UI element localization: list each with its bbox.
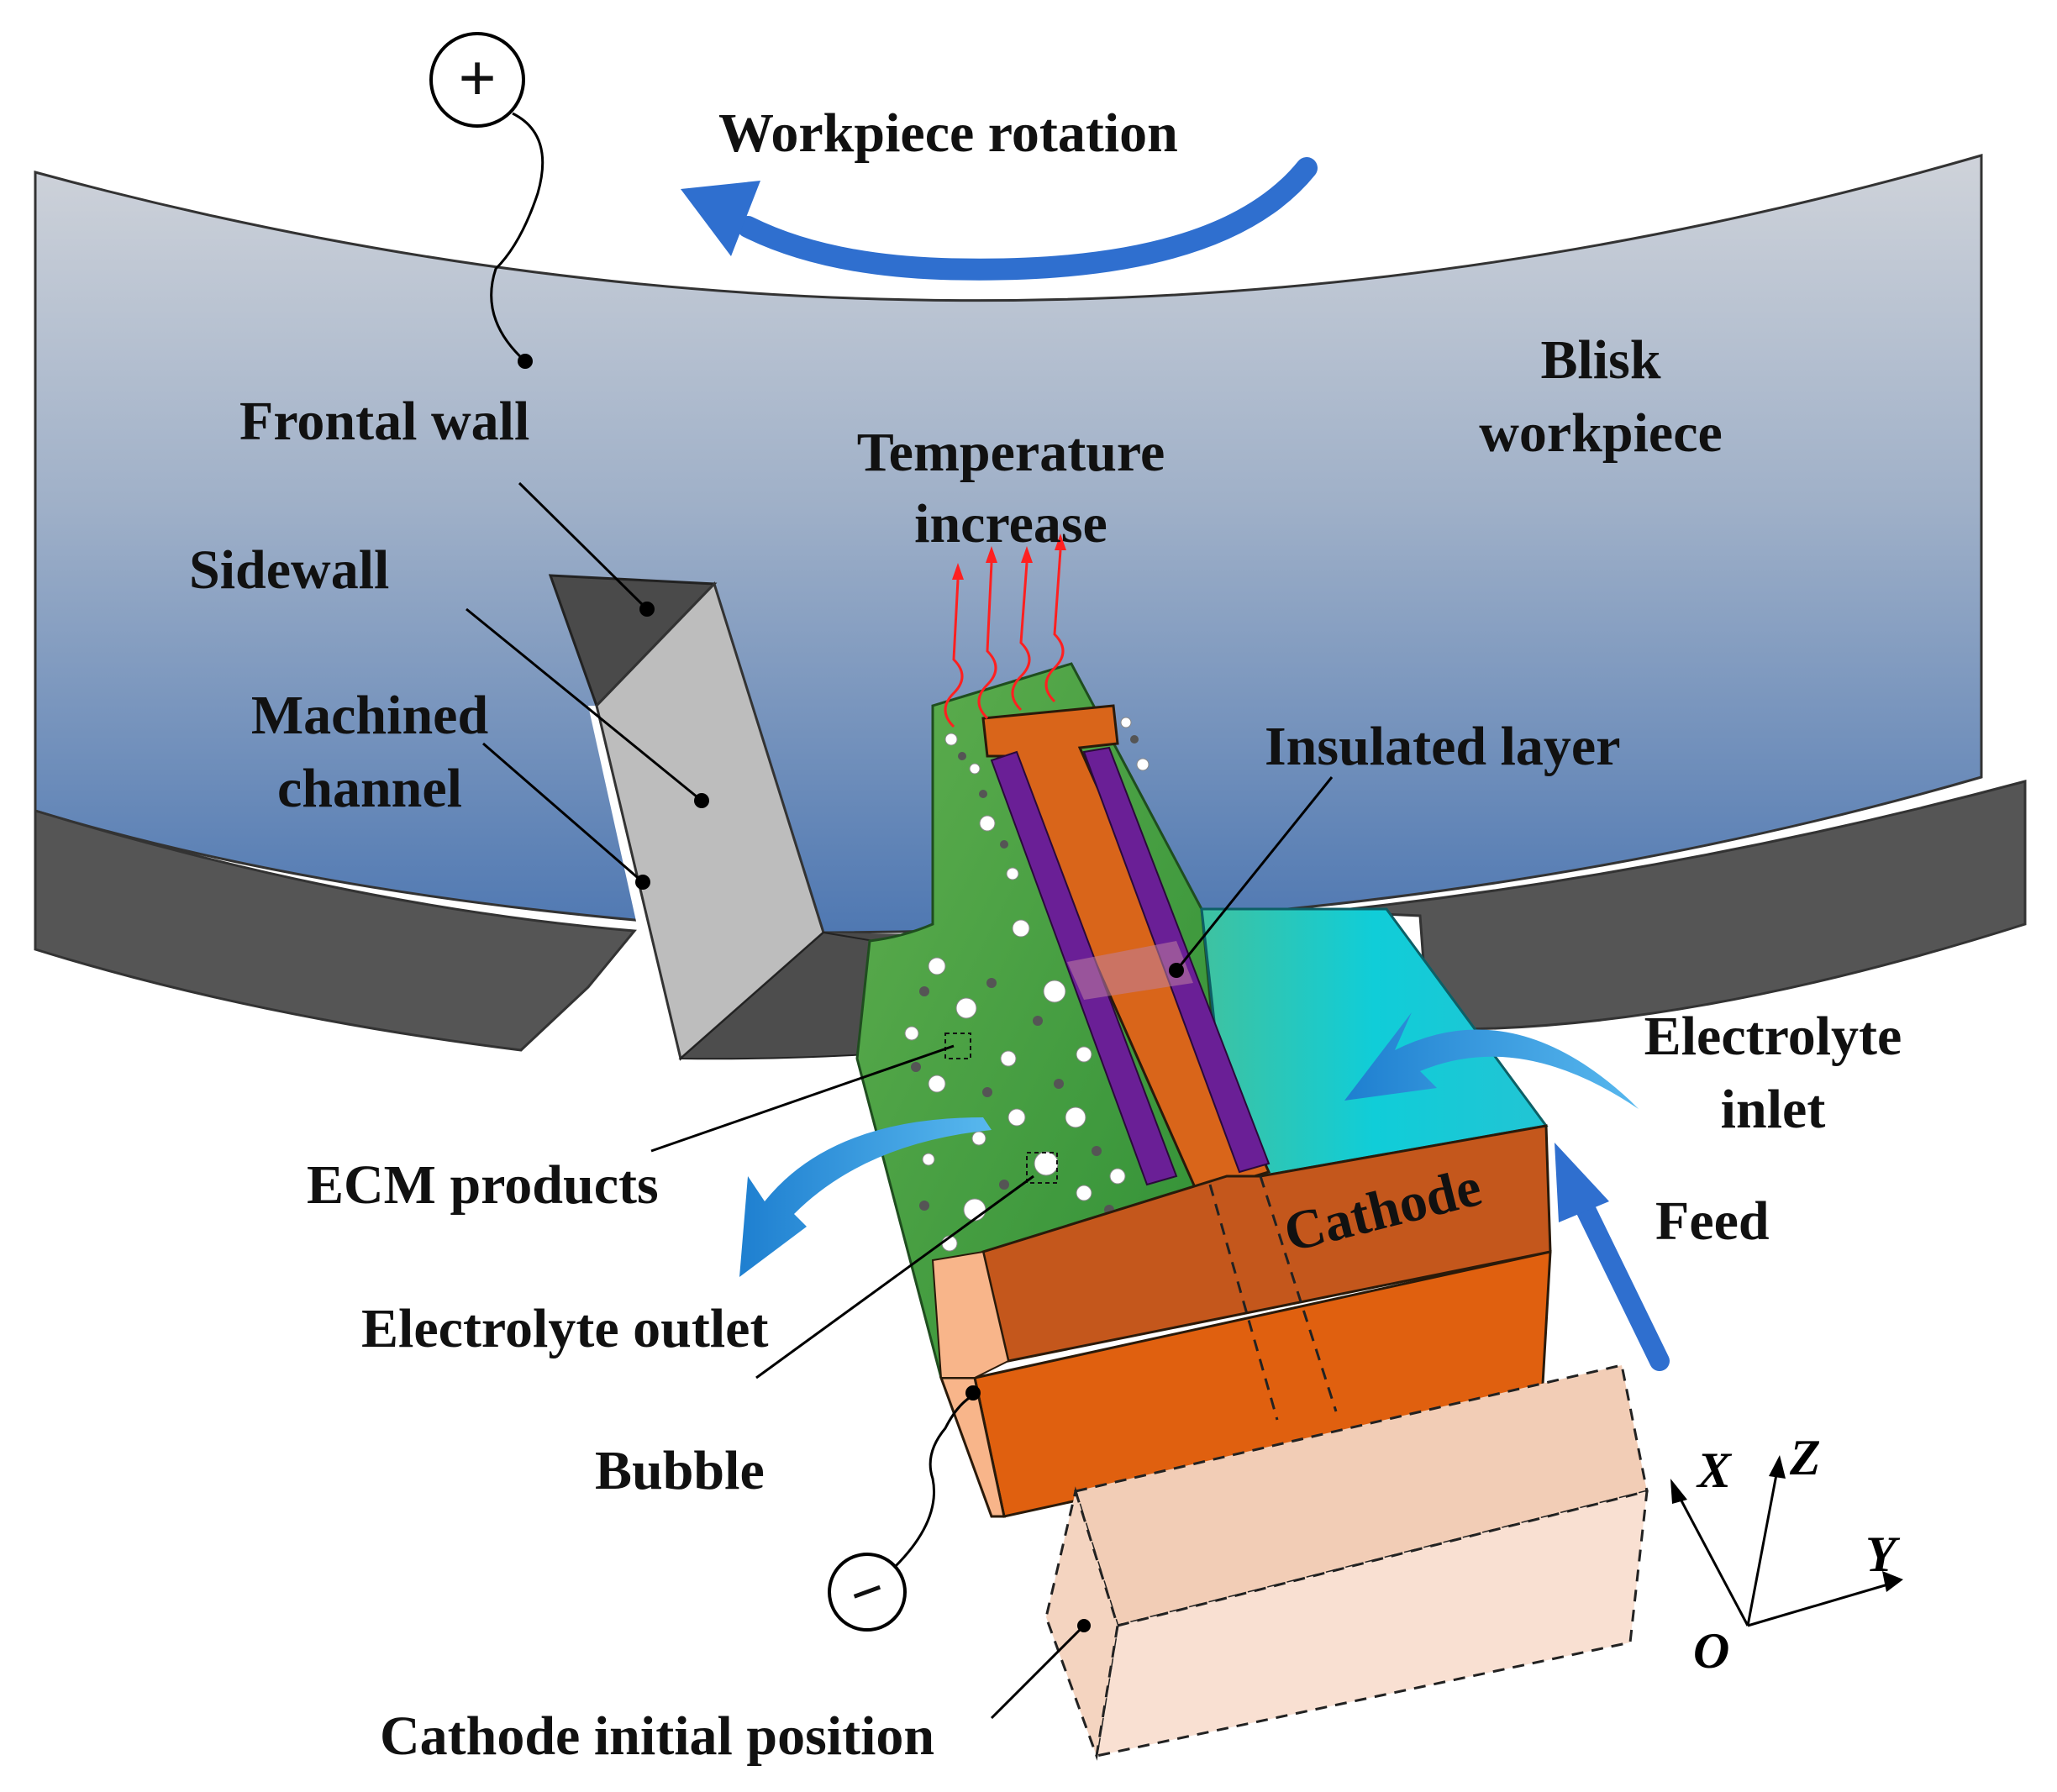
coordinate-axes: X Z Y O: [1670, 1430, 1903, 1679]
temperature-increase-arrows: [944, 533, 1066, 728]
debris-particle: [1092, 1146, 1102, 1156]
label-temperature: Temperature: [857, 422, 1165, 483]
label-workpiece: workpiece: [1479, 402, 1723, 464]
bubble-particle: [1043, 980, 1066, 1003]
axis-x-label: X: [1696, 1443, 1733, 1498]
bubble-marker: [1026, 1152, 1058, 1184]
positive-terminal: +: [429, 32, 544, 369]
electrolyte-inlet-arrow: [1344, 1012, 1639, 1109]
negative-terminal: −: [828, 1385, 981, 1632]
debris-particle: [1130, 735, 1139, 744]
bubble-particle: [928, 1075, 946, 1093]
insulated-layer-band: [1067, 941, 1193, 1000]
cathode-stem: [981, 704, 1271, 1195]
bubble-particle: [971, 1131, 986, 1146]
diagram-labels: Workpiece rotation Blisk workpiece Front…: [189, 102, 1902, 1767]
debris-particle: [911, 1062, 921, 1072]
label-insulated-layer: Insulated layer: [1265, 716, 1621, 777]
workpiece-side-face-left: [34, 808, 637, 1052]
debris-particle: [979, 790, 987, 798]
label-workpiece-rotation: Workpiece rotation: [718, 102, 1178, 164]
positive-wire: [490, 112, 544, 363]
debris-particle: [1033, 1016, 1043, 1026]
label-cathode-initial-position: Cathode initial position: [380, 1705, 934, 1767]
label-increase: increase: [914, 493, 1107, 554]
label-electrolyte-inlet-2: inlet: [1721, 1079, 1826, 1140]
workpiece-side-face-right: [1327, 780, 2027, 1031]
leader-lines: [466, 481, 1334, 1720]
bubble-particle: [1012, 919, 1030, 938]
feed-arrow: [1555, 1143, 1670, 1371]
negative-wire: [893, 1393, 976, 1569]
label-sidewall: Sidewall: [189, 539, 389, 601]
bubble-particle: [1006, 867, 1019, 880]
axis-y-label: Y: [1865, 1527, 1901, 1582]
bubble-particle: [1034, 1151, 1059, 1176]
axis-z-label: Z: [1789, 1430, 1821, 1485]
label-frontal-wall: Frontal wall: [239, 391, 529, 452]
workpiece-rotation-arrow: [681, 157, 1318, 281]
initial-box-front: [1095, 1490, 1649, 1758]
bubble-particle: [1076, 1185, 1092, 1201]
cathode-head-side-face: [931, 1250, 1010, 1379]
label-blisk: Blisk: [1540, 329, 1660, 391]
label-feed: Feed: [1655, 1190, 1770, 1252]
bubble-particle: [1076, 1046, 1092, 1063]
machined-channel: [548, 574, 934, 1061]
label-machined: Machined: [251, 685, 488, 746]
positive-symbol: +: [458, 42, 497, 116]
axis-origin-label: O: [1693, 1623, 1729, 1679]
debris-particle: [919, 1201, 929, 1211]
bubble-particle: [1120, 717, 1132, 728]
bubble-particle: [944, 733, 958, 746]
debris-particle: [958, 752, 966, 760]
cathode-tool: [931, 704, 1552, 1518]
blisk-workpiece: [34, 154, 2027, 1052]
cathode-hidden-edges: [1208, 1175, 1338, 1421]
label-electrolyte-outlet: Electrolyte outlet: [361, 1298, 768, 1359]
bubble-particle: [1007, 1108, 1026, 1127]
label-ecm-products: ECM products: [307, 1154, 659, 1216]
bubble-particle: [1000, 1050, 1017, 1067]
ecm-product-marker: [944, 1033, 971, 1059]
label-electrolyte-inlet-1: Electrolyte: [1644, 1006, 1902, 1067]
bubble-particle: [904, 1026, 919, 1041]
debris-particle: [1054, 1079, 1064, 1089]
bubble-particle: [928, 957, 946, 975]
bubble-particle: [1065, 1106, 1086, 1128]
debris-particle: [982, 1087, 992, 1097]
label-channel: channel: [277, 758, 462, 819]
debris-particle: [919, 986, 929, 996]
bubble-particle: [979, 815, 996, 832]
workpiece-top-face: [34, 154, 1983, 934]
electrolyte-outlet-arrow: [739, 1117, 992, 1277]
bubble-particle: [922, 1153, 935, 1166]
bubble-particle: [1109, 1168, 1126, 1185]
label-bubble: Bubble: [595, 1440, 765, 1501]
bubble-particle: [969, 763, 981, 775]
bubble-particle: [1136, 758, 1150, 771]
debris-particle: [1000, 840, 1008, 849]
bubble-particle: [955, 997, 977, 1019]
cathode-initial-position: [1044, 1364, 1649, 1761]
debris-particle: [986, 978, 997, 988]
debris-particle: [999, 1180, 1009, 1190]
